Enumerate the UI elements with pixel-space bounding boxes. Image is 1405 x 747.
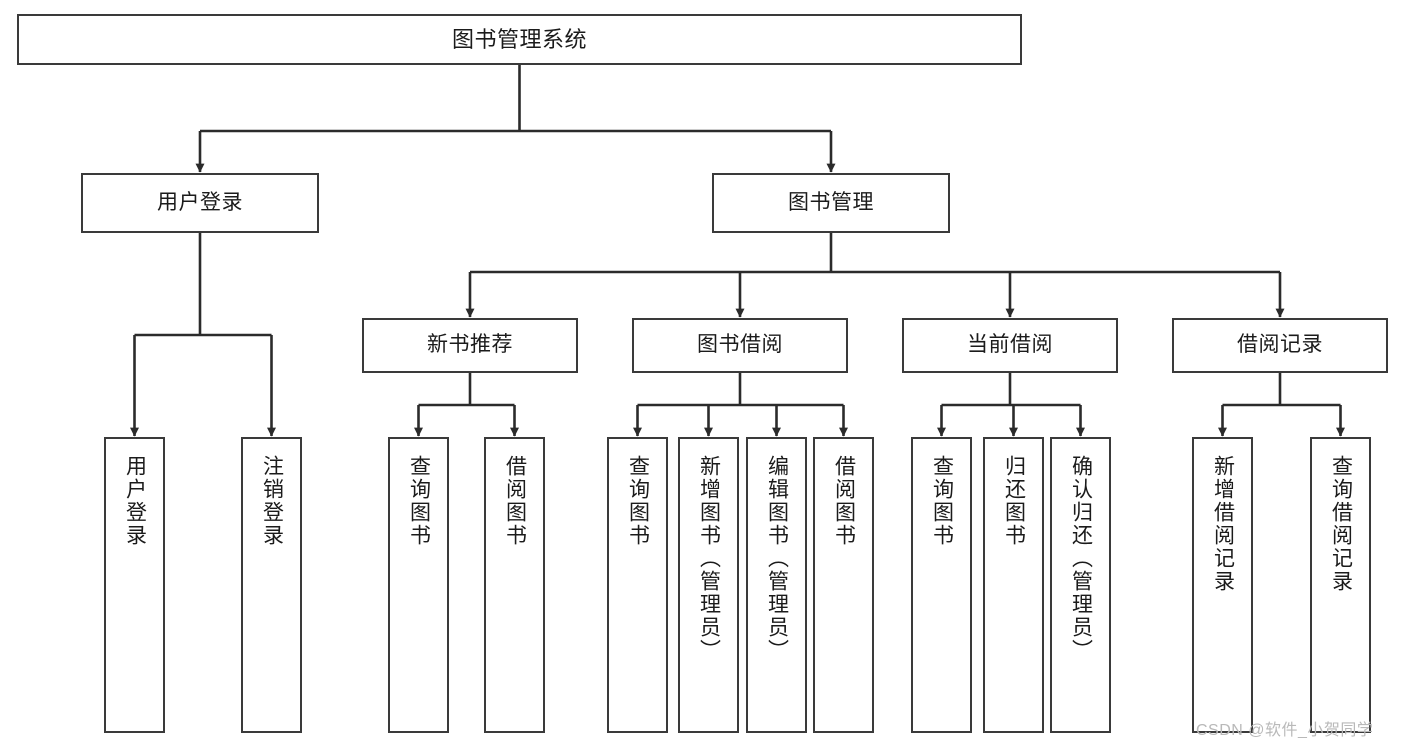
node-leaf-return-book[interactable]: 归还图书	[983, 437, 1044, 733]
node-borrow-record[interactable]: 借阅记录	[1172, 318, 1388, 373]
node-label: 借阅记录	[1237, 333, 1323, 357]
node-label: 新增借阅记录	[1211, 455, 1235, 593]
node-leaf-add-book[interactable]: 新增图书（管理员）	[678, 437, 739, 733]
node-leaf-user-login[interactable]: 用户登录	[104, 437, 165, 733]
node-label: 新增图书（管理员）	[697, 455, 721, 662]
node-label: 查询借阅记录	[1329, 455, 1353, 593]
node-leaf-borrow-book-2[interactable]: 借阅图书	[813, 437, 874, 733]
node-label: 用户登录	[123, 455, 147, 547]
node-label: 借阅图书	[503, 455, 527, 547]
node-label: 确认归还（管理员）	[1069, 455, 1093, 662]
node-user-login[interactable]: 用户登录	[81, 173, 319, 233]
node-root[interactable]: 图书管理系统	[17, 14, 1022, 65]
node-label: 图书借阅	[697, 333, 783, 357]
node-leaf-query-book-1[interactable]: 查询图书	[388, 437, 449, 733]
node-current-borrow[interactable]: 当前借阅	[902, 318, 1118, 373]
node-book-manage[interactable]: 图书管理	[712, 173, 950, 233]
node-leaf-edit-book[interactable]: 编辑图书（管理员）	[746, 437, 807, 733]
node-leaf-query-book-3[interactable]: 查询图书	[911, 437, 972, 733]
node-label: 查询图书	[626, 455, 650, 547]
node-label: 编辑图书（管理员）	[765, 455, 789, 662]
node-label: 用户登录	[157, 190, 243, 214]
node-leaf-query-book-2[interactable]: 查询图书	[607, 437, 668, 733]
node-leaf-add-record[interactable]: 新增借阅记录	[1192, 437, 1253, 733]
node-label: 查询图书	[930, 455, 954, 547]
node-label: 注销登录	[260, 455, 284, 547]
node-leaf-logout[interactable]: 注销登录	[241, 437, 302, 733]
node-label: 当前借阅	[967, 333, 1053, 357]
node-label: 借阅图书	[832, 455, 856, 547]
node-label: 归还图书	[1002, 455, 1026, 547]
node-book-borrow[interactable]: 图书借阅	[632, 318, 848, 373]
node-label: 查询图书	[407, 455, 431, 547]
node-label: 图书管理系统	[451, 26, 587, 52]
node-leaf-query-record[interactable]: 查询借阅记录	[1310, 437, 1371, 733]
node-new-book-rec[interactable]: 新书推荐	[362, 318, 578, 373]
node-leaf-confirm-return[interactable]: 确认归还（管理员）	[1050, 437, 1111, 733]
node-label: 新书推荐	[427, 333, 513, 357]
node-leaf-borrow-book-1[interactable]: 借阅图书	[484, 437, 545, 733]
node-label: 图书管理	[788, 190, 874, 214]
